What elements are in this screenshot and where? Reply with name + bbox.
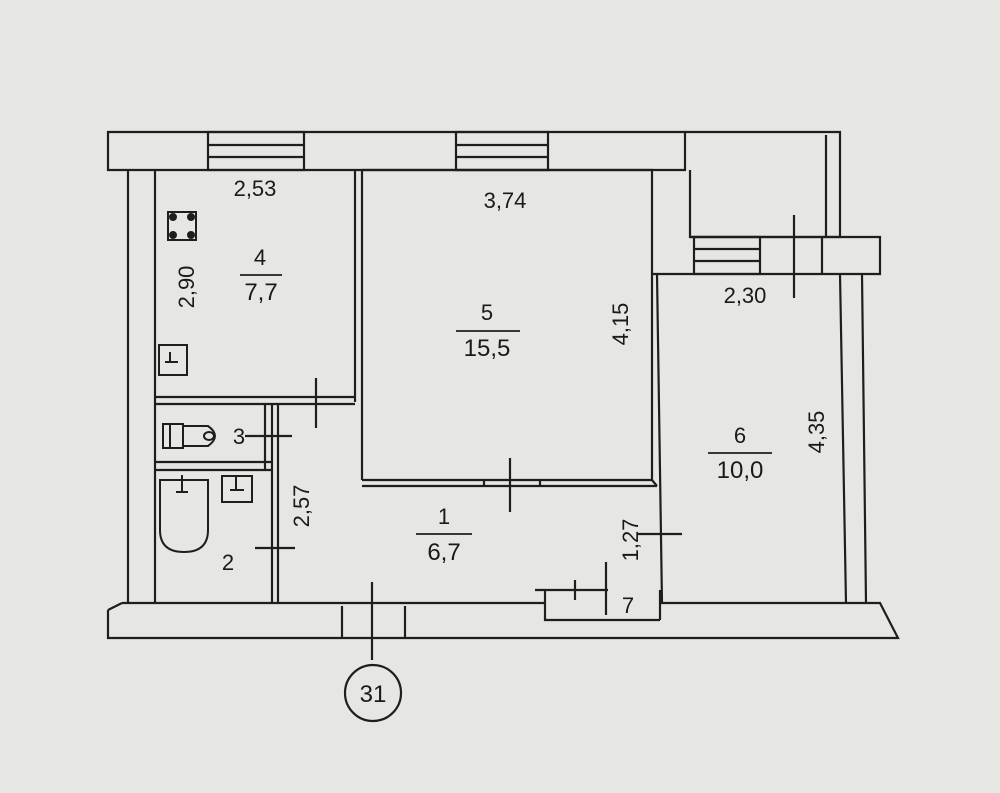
room1-area: 6,7 bbox=[427, 539, 460, 566]
toilet-icon bbox=[162, 423, 216, 449]
room6-number: 6 bbox=[734, 423, 746, 448]
dim-room5-length: 4,15 bbox=[608, 303, 633, 346]
room4-number: 4 bbox=[254, 245, 266, 270]
fixtures bbox=[158, 211, 253, 554]
bathtub-icon bbox=[159, 475, 209, 554]
dim-room1-width: 1,27 bbox=[618, 519, 643, 562]
room3-number: 3 bbox=[233, 424, 245, 449]
apartment-number-badge: 31 bbox=[343, 663, 403, 723]
closet7-walls bbox=[535, 588, 662, 622]
room2-number: 2 bbox=[222, 550, 234, 575]
bath-sink-icon bbox=[221, 475, 253, 503]
room4-area: 7,7 bbox=[244, 279, 277, 306]
partition-5-6 bbox=[651, 272, 690, 604]
dim-room6-width: 2,30 bbox=[724, 283, 767, 308]
dim-room4-width: 2,53 bbox=[234, 176, 277, 201]
kitchen-sink-icon bbox=[158, 344, 188, 376]
balcony-wall bbox=[690, 235, 882, 276]
apartment-number: 31 bbox=[360, 681, 387, 708]
room6-area: 10,0 bbox=[717, 457, 764, 484]
room7-number: 7 bbox=[622, 593, 634, 618]
room5-area: 15,5 bbox=[464, 335, 511, 362]
bottom-wall bbox=[106, 601, 900, 640]
dim-room5-width: 3,74 bbox=[484, 188, 527, 213]
right-wall bbox=[838, 273, 868, 604]
partition-4-5 bbox=[353, 170, 364, 480]
window-room4 bbox=[206, 130, 306, 172]
dim-room6-length: 4,35 bbox=[804, 411, 829, 454]
left-wall bbox=[126, 170, 157, 603]
room1-number: 1 bbox=[438, 504, 450, 529]
dim-room1-length: 2,57 bbox=[289, 485, 314, 528]
stove-icon bbox=[167, 211, 197, 241]
window-room6 bbox=[692, 235, 762, 276]
entrance-door bbox=[340, 582, 407, 660]
partition-4-corridor bbox=[155, 395, 355, 406]
dim-room4-length: 2,90 bbox=[174, 266, 199, 309]
room5-number: 5 bbox=[481, 300, 493, 325]
